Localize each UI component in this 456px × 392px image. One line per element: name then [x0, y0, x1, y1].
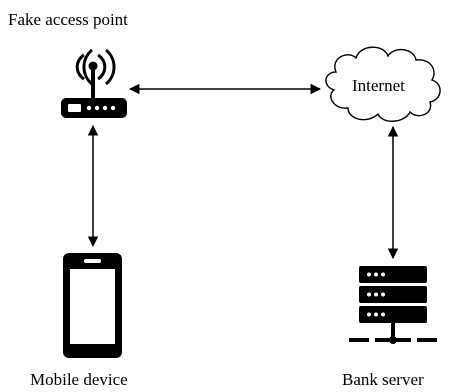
- server-rack-icon: [349, 266, 437, 344]
- cloud-icon: [325, 46, 441, 122]
- mobile-device-label: Mobile device: [30, 370, 128, 389]
- bank-server-label: Bank server: [342, 370, 424, 389]
- fake-access-point-label: Fake access point: [8, 10, 128, 29]
- smartphone-icon: [63, 253, 122, 358]
- wifi-router-icon: [61, 48, 127, 118]
- internet-label: Internet: [352, 76, 405, 95]
